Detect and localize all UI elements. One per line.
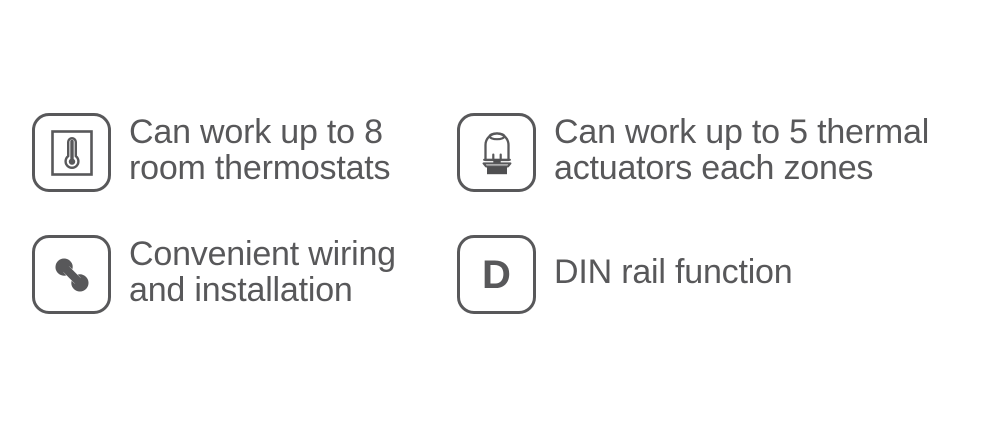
din-letter-d-label: D (482, 252, 511, 297)
room-thermostat-icon (32, 113, 111, 192)
feature-item-convenient-wiring: Convenient wiring and installation (32, 230, 457, 352)
feature-label: Can work up to 8 room thermostats (129, 113, 391, 187)
din-letter-d-icon: D (457, 235, 536, 314)
feature-item-room-thermostats: Can work up to 8 room thermostats (32, 108, 457, 230)
wrench-icon (32, 235, 111, 314)
feature-label: DIN rail function (554, 253, 793, 291)
feature-item-thermal-actuators: Can work up to 5 thermal actuators each … (457, 108, 1000, 230)
feature-label: Convenient wiring and installation (129, 235, 396, 309)
feature-item-din-rail: D DIN rail function (457, 230, 1000, 352)
feature-label: Can work up to 5 thermal actuators each … (554, 113, 930, 187)
thermal-actuator-icon (457, 113, 536, 192)
